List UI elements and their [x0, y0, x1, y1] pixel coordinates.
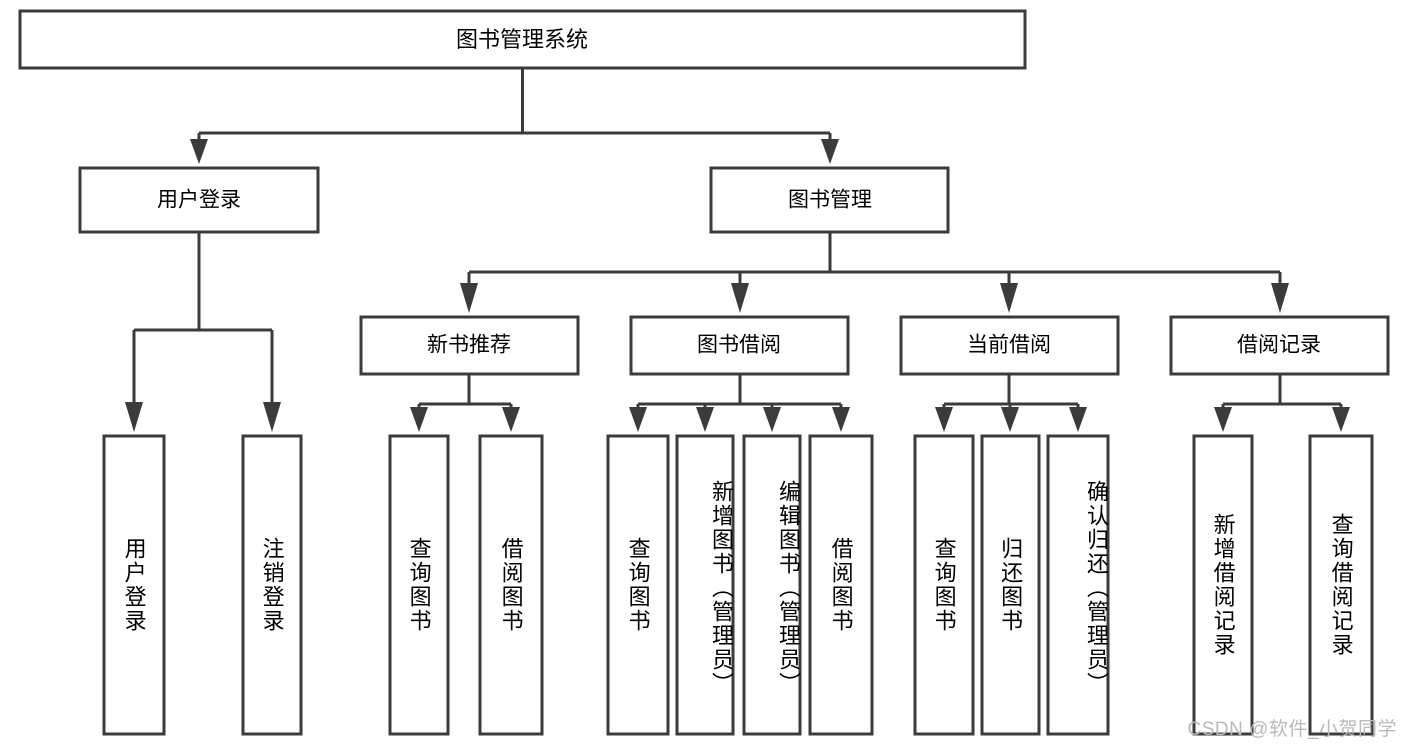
- arrowhead-leaf-query-book-rec: [410, 407, 428, 432]
- node-root[interactable]: 图书管理系统: [18, 9, 1027, 70]
- node-leaf-query-borrow-record-box[interactable]: [1308, 434, 1374, 736]
- arrowhead-user-login: [190, 139, 208, 164]
- arrowhead-leaf-add-borrow-record: [1214, 407, 1232, 432]
- node-borrow-record[interactable]: 借阅记录: [1169, 315, 1390, 376]
- node-borrow-record-label: 借阅记录: [1237, 334, 1321, 357]
- node-book-manage-box[interactable]: [709, 166, 950, 234]
- node-user-login-box[interactable]: [78, 166, 320, 234]
- edge-group-root-to-level2: [190, 68, 839, 164]
- arrowhead-book-manage: [821, 139, 839, 164]
- arrowhead-leaf-user-login: [125, 402, 143, 432]
- node-book-manage-label: 图书管理: [788, 189, 872, 212]
- node-borrow-record-box[interactable]: [1169, 315, 1390, 376]
- arrowhead-leaf-query-borrow-record: [1332, 407, 1350, 432]
- edge-group-new-book-to-leaves: [410, 374, 520, 432]
- arrowhead-leaf-borrow-book-rec: [502, 407, 520, 432]
- node-book-manage[interactable]: 图书管理: [709, 166, 950, 234]
- node-current-borrow[interactable]: 当前借阅: [899, 315, 1120, 376]
- edge-group-book-borrow-to-leaves: [629, 374, 850, 432]
- node-book-borrow-box[interactable]: [629, 315, 850, 376]
- edge-group-user-login-to-leaves: [125, 232, 281, 432]
- arrowhead-leaf-query-book-current: [935, 407, 953, 432]
- node-leaf-borrow-book-rec-box[interactable]: [478, 434, 544, 736]
- arrowhead-leaf-return-book: [1001, 407, 1019, 432]
- arrowhead-book-borrow: [731, 283, 749, 313]
- node-new-book-recommend-label: 新书推荐: [427, 334, 511, 357]
- node-new-book-recommend[interactable]: 新书推荐: [359, 315, 580, 376]
- csdn-watermark: CSDN @软件_小贺同学: [1187, 719, 1397, 740]
- node-current-borrow-label: 当前借阅: [967, 334, 1051, 357]
- arrowhead-leaf-query-book-borrow: [629, 407, 647, 432]
- node-book-borrow[interactable]: 图书借阅: [629, 315, 850, 376]
- node-new-book-recommend-box[interactable]: [359, 315, 580, 376]
- arrowhead-leaf-add-book-admin: [696, 407, 714, 432]
- node-leaf-query-book-borrow-box[interactable]: [606, 434, 670, 736]
- node-user-login[interactable]: 用户登录: [78, 166, 320, 234]
- node-user-login-label: 用户登录: [157, 189, 241, 212]
- arrowhead-leaf-borrow-book: [832, 407, 850, 432]
- arrowhead-leaf-logout-login: [263, 402, 281, 432]
- node-root-box[interactable]: [18, 9, 1027, 70]
- arrowhead-leaf-confirm-return-admin: [1069, 407, 1087, 432]
- edge-group-borrow-record-to-leaves: [1214, 374, 1350, 432]
- node-current-borrow-box[interactable]: [899, 315, 1120, 376]
- edge-group-book-manage-to-level3: [460, 232, 1289, 313]
- node-leaf-query-book-current-box[interactable]: [913, 434, 975, 736]
- node-leaf-return-book-box[interactable]: [980, 434, 1041, 736]
- node-leaf-user-login-box[interactable]: [102, 434, 166, 736]
- node-leaf-edit-book-admin-box[interactable]: [742, 434, 802, 736]
- node-leaf-logout-login-box[interactable]: [241, 434, 303, 736]
- edge-group-current-borrow-to-leaves: [935, 374, 1087, 432]
- node-book-borrow-label: 图书借阅: [697, 334, 781, 357]
- arrowhead-current-borrow: [1000, 283, 1018, 313]
- arrowhead-borrow-record: [1271, 283, 1289, 313]
- node-leaf-add-borrow-record-box[interactable]: [1192, 434, 1254, 736]
- node-leaf-add-book-admin-box[interactable]: [675, 434, 735, 736]
- arrowhead-leaf-edit-book-admin: [763, 407, 781, 432]
- node-leaf-query-book-rec-box[interactable]: [388, 434, 450, 736]
- node-leaf-borrow-book-box[interactable]: [808, 434, 874, 736]
- node-root-label: 图书管理系统: [456, 27, 588, 52]
- arrowhead-new-book-recommend: [460, 283, 478, 313]
- node-leaf-confirm-return-admin-box[interactable]: [1046, 434, 1110, 736]
